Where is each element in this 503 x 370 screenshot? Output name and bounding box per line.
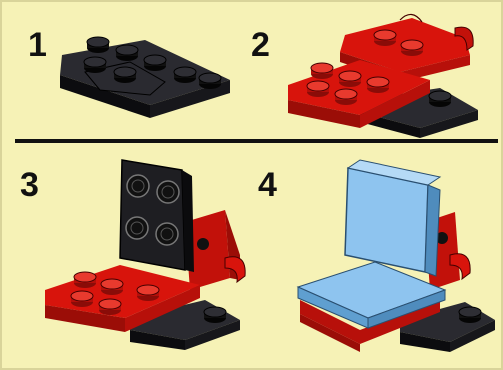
step-number-4: 4 (258, 168, 277, 202)
step-number-3: 3 (20, 168, 39, 202)
step-number-2: 2 (251, 28, 270, 62)
step-number-1: 1 (28, 28, 47, 62)
step-2-assembly (288, 14, 478, 138)
step-3-assembly (45, 160, 245, 350)
step-1-assembly (60, 37, 230, 118)
step-4-assembly (298, 160, 495, 352)
